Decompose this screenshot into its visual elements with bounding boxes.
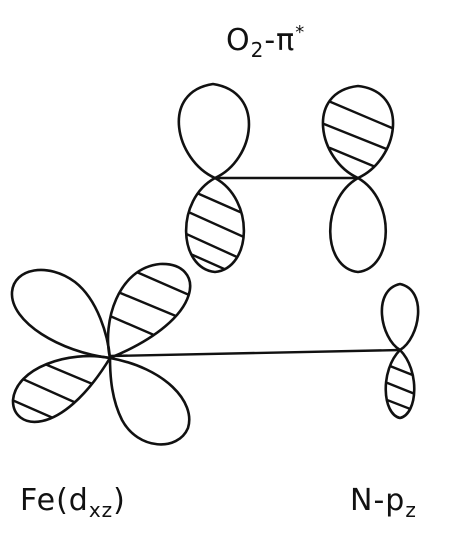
n-pz-upper-lobe <box>382 284 418 350</box>
fe-upper-right-hatching <box>110 270 200 348</box>
o2-left-upper-lobe <box>179 84 249 178</box>
o2-right-lower-lobe <box>330 178 386 272</box>
fe-label-main: Fe <box>20 483 56 518</box>
o2-label-sub: 2 <box>251 38 265 62</box>
fe-label-sub: xz <box>89 498 113 522</box>
fe-n-bond-line <box>110 350 400 356</box>
o2-pi-star-label: O2-π* <box>226 24 305 60</box>
o2-right-upper-lobe-shaded <box>323 86 393 178</box>
fe-label-paren-open: (d <box>56 483 89 518</box>
fe-dxz-label: Fe(dxz) <box>20 486 126 520</box>
n-pz-label: N-pz <box>350 486 417 520</box>
o2-label-sep: -π <box>264 23 295 58</box>
o2-label-sup: * <box>295 22 305 43</box>
fe-lower-left-hatching <box>12 362 102 428</box>
fe-lower-right-lobe <box>110 358 189 444</box>
o2-left-p-orbital <box>179 84 249 276</box>
o2-label-main: O <box>226 23 251 58</box>
n-label-sub: z <box>405 498 417 522</box>
n-label-main: N-p <box>350 483 405 518</box>
fe-label-paren-close: ) <box>113 483 126 518</box>
fe-upper-left-lobe <box>12 270 110 358</box>
fe-lower-left-lobe-shaded <box>13 356 110 422</box>
